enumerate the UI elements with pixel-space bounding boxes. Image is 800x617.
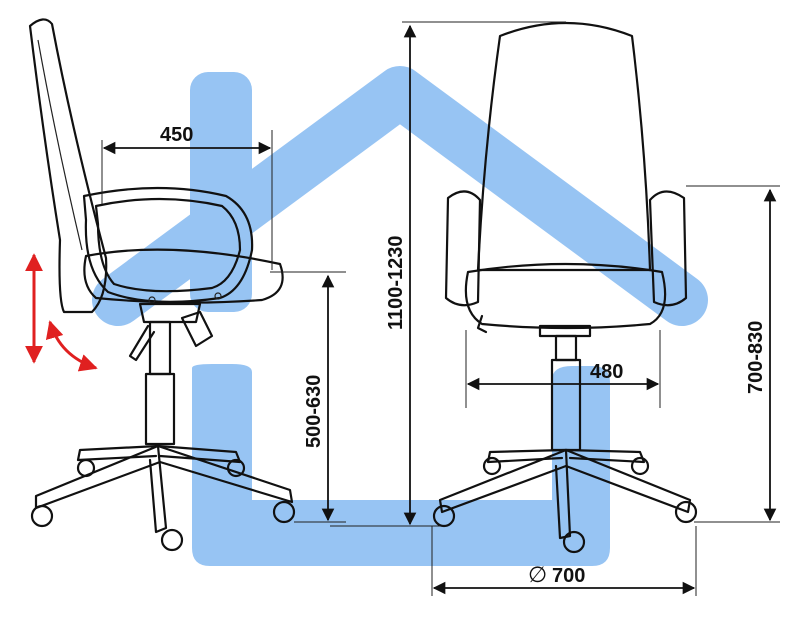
seat-width-label: 480 — [590, 361, 623, 383]
dimension-base-diameter: ∅ 700 — [431, 526, 697, 596]
armrest-height-label: 700-830 — [745, 321, 767, 394]
diameter-symbol: ∅ — [528, 562, 547, 587]
chair-side-view — [28, 18, 296, 552]
dimension-seat-width: 480 — [465, 330, 661, 408]
seat-height-label: 500-630 — [303, 375, 325, 448]
dimension-armrest-depth: 450 — [101, 124, 273, 270]
dimension-seat-height: 500-630 — [270, 271, 346, 523]
total-height-label: 1100-1230 — [385, 235, 407, 330]
dimension-total-height: 1100-1230 — [330, 21, 566, 527]
tilt-adjust-arrows-icon — [25, 253, 98, 372]
base-diameter-label: 700 — [552, 565, 585, 587]
chair-front-view — [432, 21, 698, 554]
armrest-depth-label: 450 — [160, 124, 193, 146]
dimension-armrest-height: 700-830 — [686, 185, 780, 523]
